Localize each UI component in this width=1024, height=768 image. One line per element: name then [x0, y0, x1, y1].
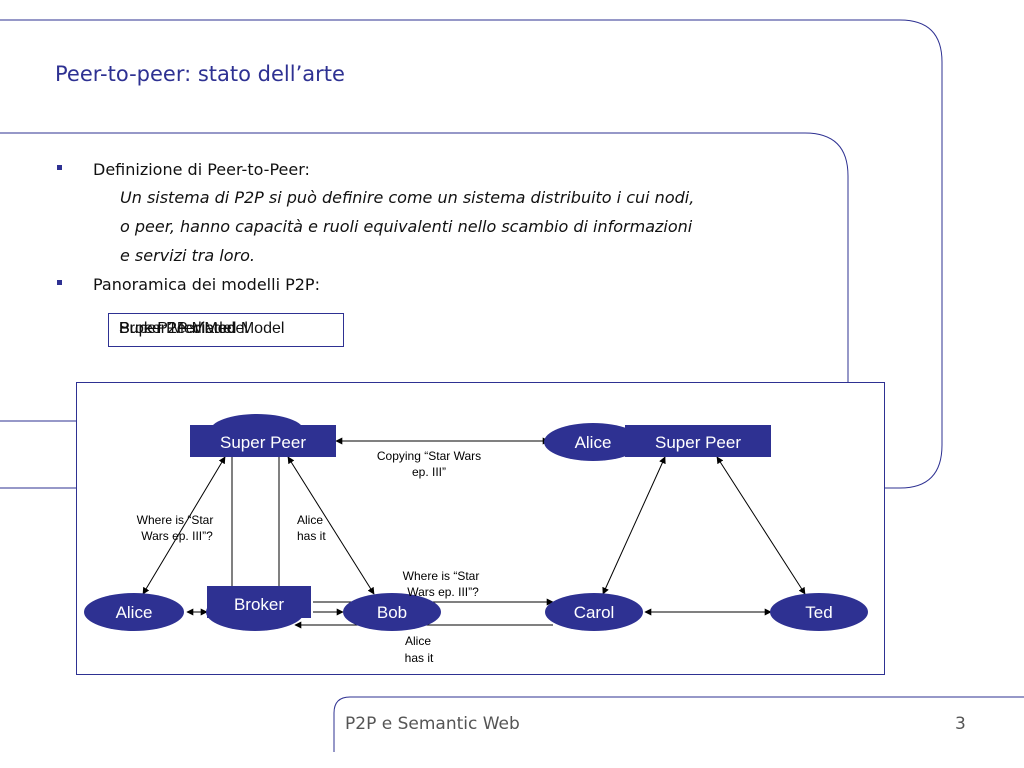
outer-frame-line	[0, 19, 943, 489]
bullet-label: Definizione di Peer-to-Peer:	[93, 160, 310, 179]
link-superpeer-ted	[716, 456, 806, 595]
alice-left-label: Alice	[116, 603, 153, 622]
inner-frame-line	[0, 132, 849, 382]
alice-top-label: Alice	[575, 433, 612, 452]
where-mid-line2: Wars ep. III”?	[407, 585, 479, 599]
where-left-line1: Where is “Star	[137, 513, 214, 527]
definition-line: o peer, hanno capacità e ruoli equivalen…	[120, 217, 693, 236]
page-number: 3	[955, 714, 966, 734]
ted-label: Ted	[805, 603, 832, 622]
link-superpeer-alice	[142, 456, 226, 595]
where-mid-line1: Where is “Star	[403, 569, 480, 583]
copying-label-line2: ep. III”	[412, 465, 446, 479]
square-bullet-icon	[57, 165, 62, 170]
link-superpeer-bob	[287, 456, 375, 595]
node-super-peer-right	[625, 425, 771, 457]
alice-has-bottom-line1: Alice	[405, 634, 431, 648]
footer-text: P2P e Semantic Web	[345, 714, 520, 734]
model-label-box: Super Peer Model Broker Mediated Model P…	[108, 313, 344, 347]
model-label-broker: Broker Mediated Model	[119, 320, 285, 337]
square-bullet-icon	[57, 280, 62, 285]
node-super-peer-left	[190, 425, 336, 457]
broker-label: Broker	[234, 595, 284, 614]
node-carol	[545, 593, 643, 631]
alice-has-line2: has it	[297, 529, 326, 543]
alice-has-bottom-line2: has it	[405, 651, 434, 665]
copying-label-line1: Copying “Star Wars	[377, 449, 481, 463]
bullet-label: Panoramica dei modelli P2P:	[93, 275, 320, 294]
carol-label: Carol	[574, 603, 615, 622]
node-broker	[207, 586, 311, 618]
definition-line: e servizi tra loro.	[120, 246, 255, 265]
super-peer-right-label: Super Peer	[655, 433, 741, 452]
bullet-item-models: Panoramica dei modelli P2P:	[57, 272, 777, 298]
model-label-super-peer: Super Peer Model	[119, 320, 248, 337]
node-alice-top	[544, 423, 642, 461]
alice-has-line1: Alice	[297, 513, 323, 527]
node-alice-left	[84, 593, 184, 631]
node-bob	[343, 593, 441, 631]
link-superpeer-carol	[602, 456, 666, 595]
bullet-item-definition: Definizione di Peer-to-Peer:	[57, 157, 777, 183]
bullet-list: Definizione di Peer-to-Peer: Un sistema …	[57, 157, 777, 298]
p2p-diagram: Super Peer Alice Super Peer Alice Broker…	[76, 382, 885, 675]
definition-line: Un sistema di P2P si può definire come u…	[120, 188, 695, 207]
definition-text: Un sistema di P2P si può definire come u…	[57, 183, 777, 270]
node-ted	[770, 593, 868, 631]
footer-frame-line	[333, 696, 1024, 752]
bob-label: Bob	[377, 603, 407, 622]
model-label-pure: Pure P2P Model	[119, 320, 236, 337]
slide-title: Peer-to-peer: stato dell’arte	[55, 62, 345, 86]
where-left-line2: Wars ep. III”?	[141, 529, 213, 543]
super-peer-left-label: Super Peer	[220, 433, 306, 452]
